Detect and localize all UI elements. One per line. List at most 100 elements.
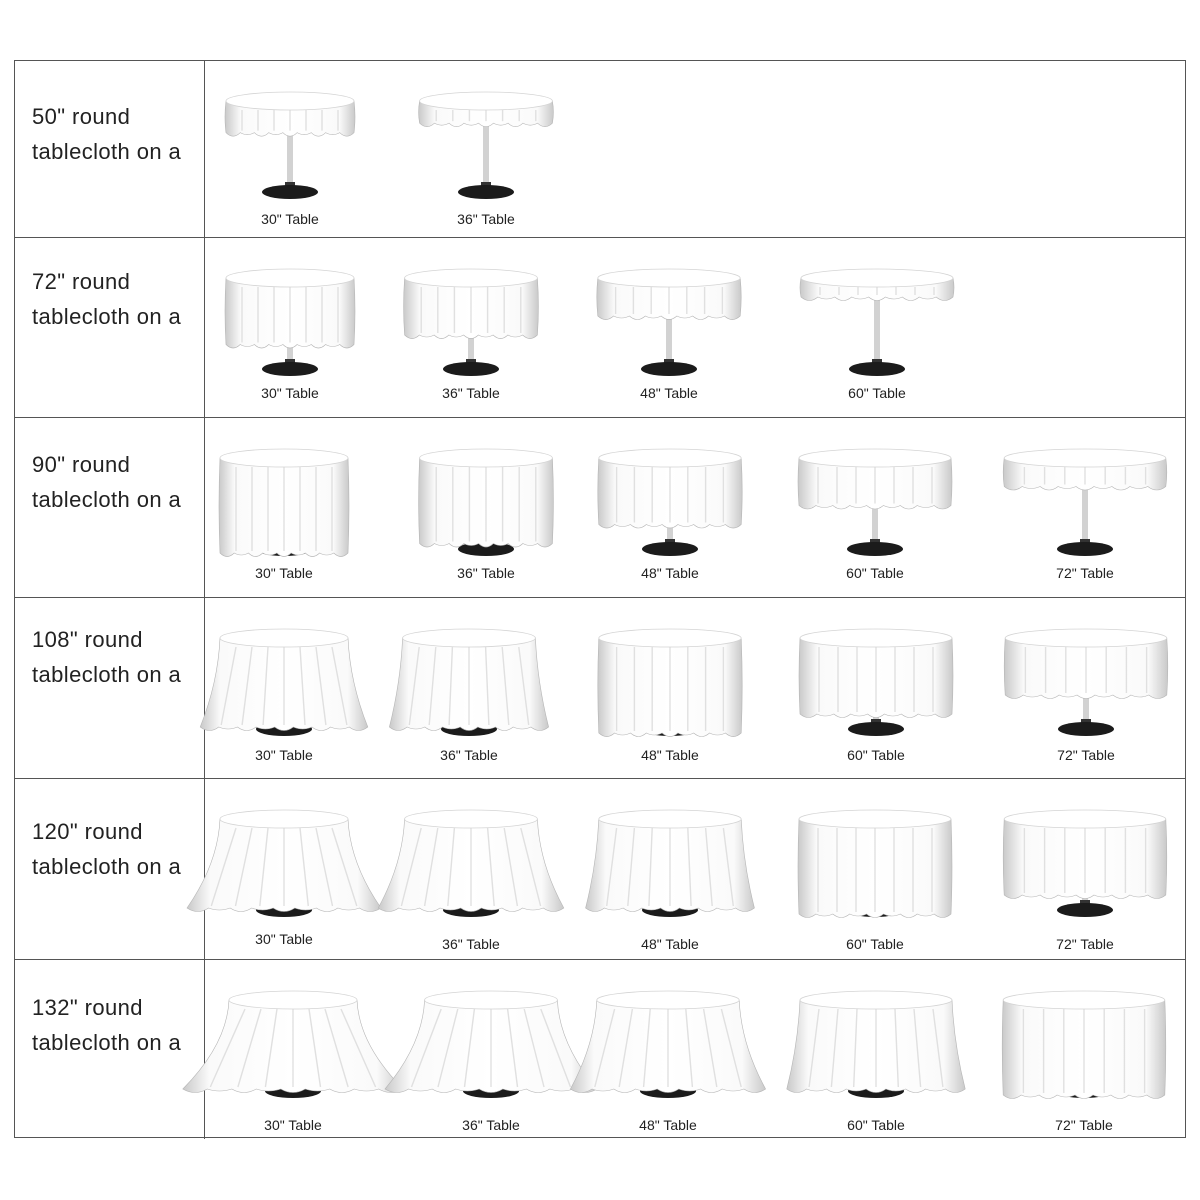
table-size-caption: 30" Table bbox=[255, 747, 313, 763]
round-table-illustration bbox=[224, 91, 356, 199]
round-table-illustration bbox=[797, 809, 953, 918]
round-table-illustration bbox=[218, 448, 350, 557]
round-table-illustration bbox=[1001, 990, 1167, 1099]
table-top bbox=[419, 91, 553, 111]
table-base bbox=[849, 362, 905, 376]
cloth-fold bbox=[324, 1008, 349, 1088]
round-table-illustration bbox=[384, 990, 598, 1098]
label-line: 72" round bbox=[32, 269, 131, 294]
round-table-illustration bbox=[224, 268, 356, 376]
table-size-caption: 60" Table bbox=[846, 565, 904, 581]
table-size-caption: 60" Table bbox=[846, 936, 904, 952]
table-base bbox=[443, 362, 499, 376]
cloth-fold bbox=[520, 827, 542, 907]
cloth-fold bbox=[484, 646, 490, 726]
cloth-fold bbox=[618, 1008, 634, 1088]
table-pole bbox=[667, 520, 673, 545]
cloth-fold bbox=[594, 1008, 616, 1088]
table-pole bbox=[874, 293, 880, 365]
table-top bbox=[225, 91, 355, 111]
cloth-fold bbox=[808, 1008, 820, 1088]
table-size-caption: 36" Table bbox=[462, 1117, 520, 1133]
cloth-fold bbox=[503, 827, 519, 907]
cloth-fold bbox=[264, 1008, 278, 1088]
cloth-fold bbox=[894, 1008, 899, 1088]
table-size-caption: 48" Table bbox=[641, 565, 699, 581]
table-size-caption: 48" Table bbox=[639, 1117, 697, 1133]
table-top bbox=[799, 990, 953, 1010]
cloth-fold bbox=[259, 827, 269, 907]
cloth-fold bbox=[913, 1008, 922, 1088]
table-pole bbox=[483, 119, 489, 188]
cloth-fold bbox=[720, 1008, 742, 1088]
cloth-fold bbox=[501, 646, 510, 726]
table-pole bbox=[666, 312, 672, 365]
cloth-fold bbox=[209, 1008, 246, 1088]
cloth-fold bbox=[299, 827, 309, 907]
table-size-caption: 36" Table bbox=[457, 565, 515, 581]
cloth-fold bbox=[400, 827, 422, 907]
round-table-illustration bbox=[786, 990, 966, 1098]
table-size-caption: 30" Table bbox=[264, 1117, 322, 1133]
cloth-fold bbox=[523, 1008, 545, 1088]
table-top bbox=[402, 628, 536, 648]
table-size-caption: 30" Table bbox=[261, 385, 319, 401]
cloth-fold bbox=[428, 646, 437, 726]
round-table-illustration bbox=[797, 448, 953, 556]
table-top bbox=[419, 448, 553, 468]
tablecloth-size-label: 72" round tablecloth on a bbox=[15, 238, 205, 417]
round-table-illustration bbox=[182, 990, 404, 1098]
cloth-fold bbox=[648, 827, 653, 907]
cloth-fold bbox=[932, 1008, 944, 1088]
round-table-illustration bbox=[597, 448, 743, 556]
table-top bbox=[219, 809, 349, 829]
table-top bbox=[799, 628, 953, 648]
table-size-caption: 72" Table bbox=[1056, 565, 1114, 581]
round-table-illustration bbox=[199, 628, 369, 736]
table-top bbox=[596, 990, 740, 1010]
table-pole bbox=[468, 331, 474, 365]
table-illustration-svg bbox=[224, 91, 554, 199]
table-illustration-svg bbox=[199, 628, 1169, 737]
cloth-fold bbox=[685, 1008, 694, 1088]
table-size-caption: 72" Table bbox=[1056, 936, 1114, 952]
table-size-caption: 36" Table bbox=[440, 747, 498, 763]
cloth-fold bbox=[463, 1008, 476, 1088]
cloth-fold bbox=[234, 827, 253, 907]
table-top bbox=[1003, 448, 1167, 468]
label-line: 108" round bbox=[32, 627, 143, 652]
cloth-fold bbox=[486, 827, 495, 907]
cloth-fold bbox=[540, 1008, 572, 1088]
round-table-illustration bbox=[597, 628, 743, 737]
table-base bbox=[262, 362, 318, 376]
label-line: tablecloth on a bbox=[32, 662, 182, 687]
round-table-illustration bbox=[570, 990, 766, 1098]
table-pole bbox=[287, 340, 293, 365]
table-top bbox=[424, 990, 558, 1010]
label-line: tablecloth on a bbox=[32, 304, 182, 329]
cloth-fold bbox=[220, 646, 237, 726]
table-base bbox=[848, 722, 904, 736]
table-top bbox=[404, 268, 538, 288]
table-size-caption: 60" Table bbox=[848, 385, 906, 401]
table-pole bbox=[1083, 691, 1089, 725]
round-table-illustration bbox=[403, 268, 539, 376]
cloth-fold bbox=[423, 827, 439, 907]
cloth-fold bbox=[687, 827, 692, 907]
cloth-fold bbox=[853, 1008, 858, 1088]
table-size-caption: 48" Table bbox=[640, 385, 698, 401]
cloth-fold bbox=[627, 827, 636, 907]
round-table-illustration bbox=[418, 448, 554, 556]
cloth-fold bbox=[606, 827, 618, 907]
label-line: tablecloth on a bbox=[32, 1030, 182, 1055]
